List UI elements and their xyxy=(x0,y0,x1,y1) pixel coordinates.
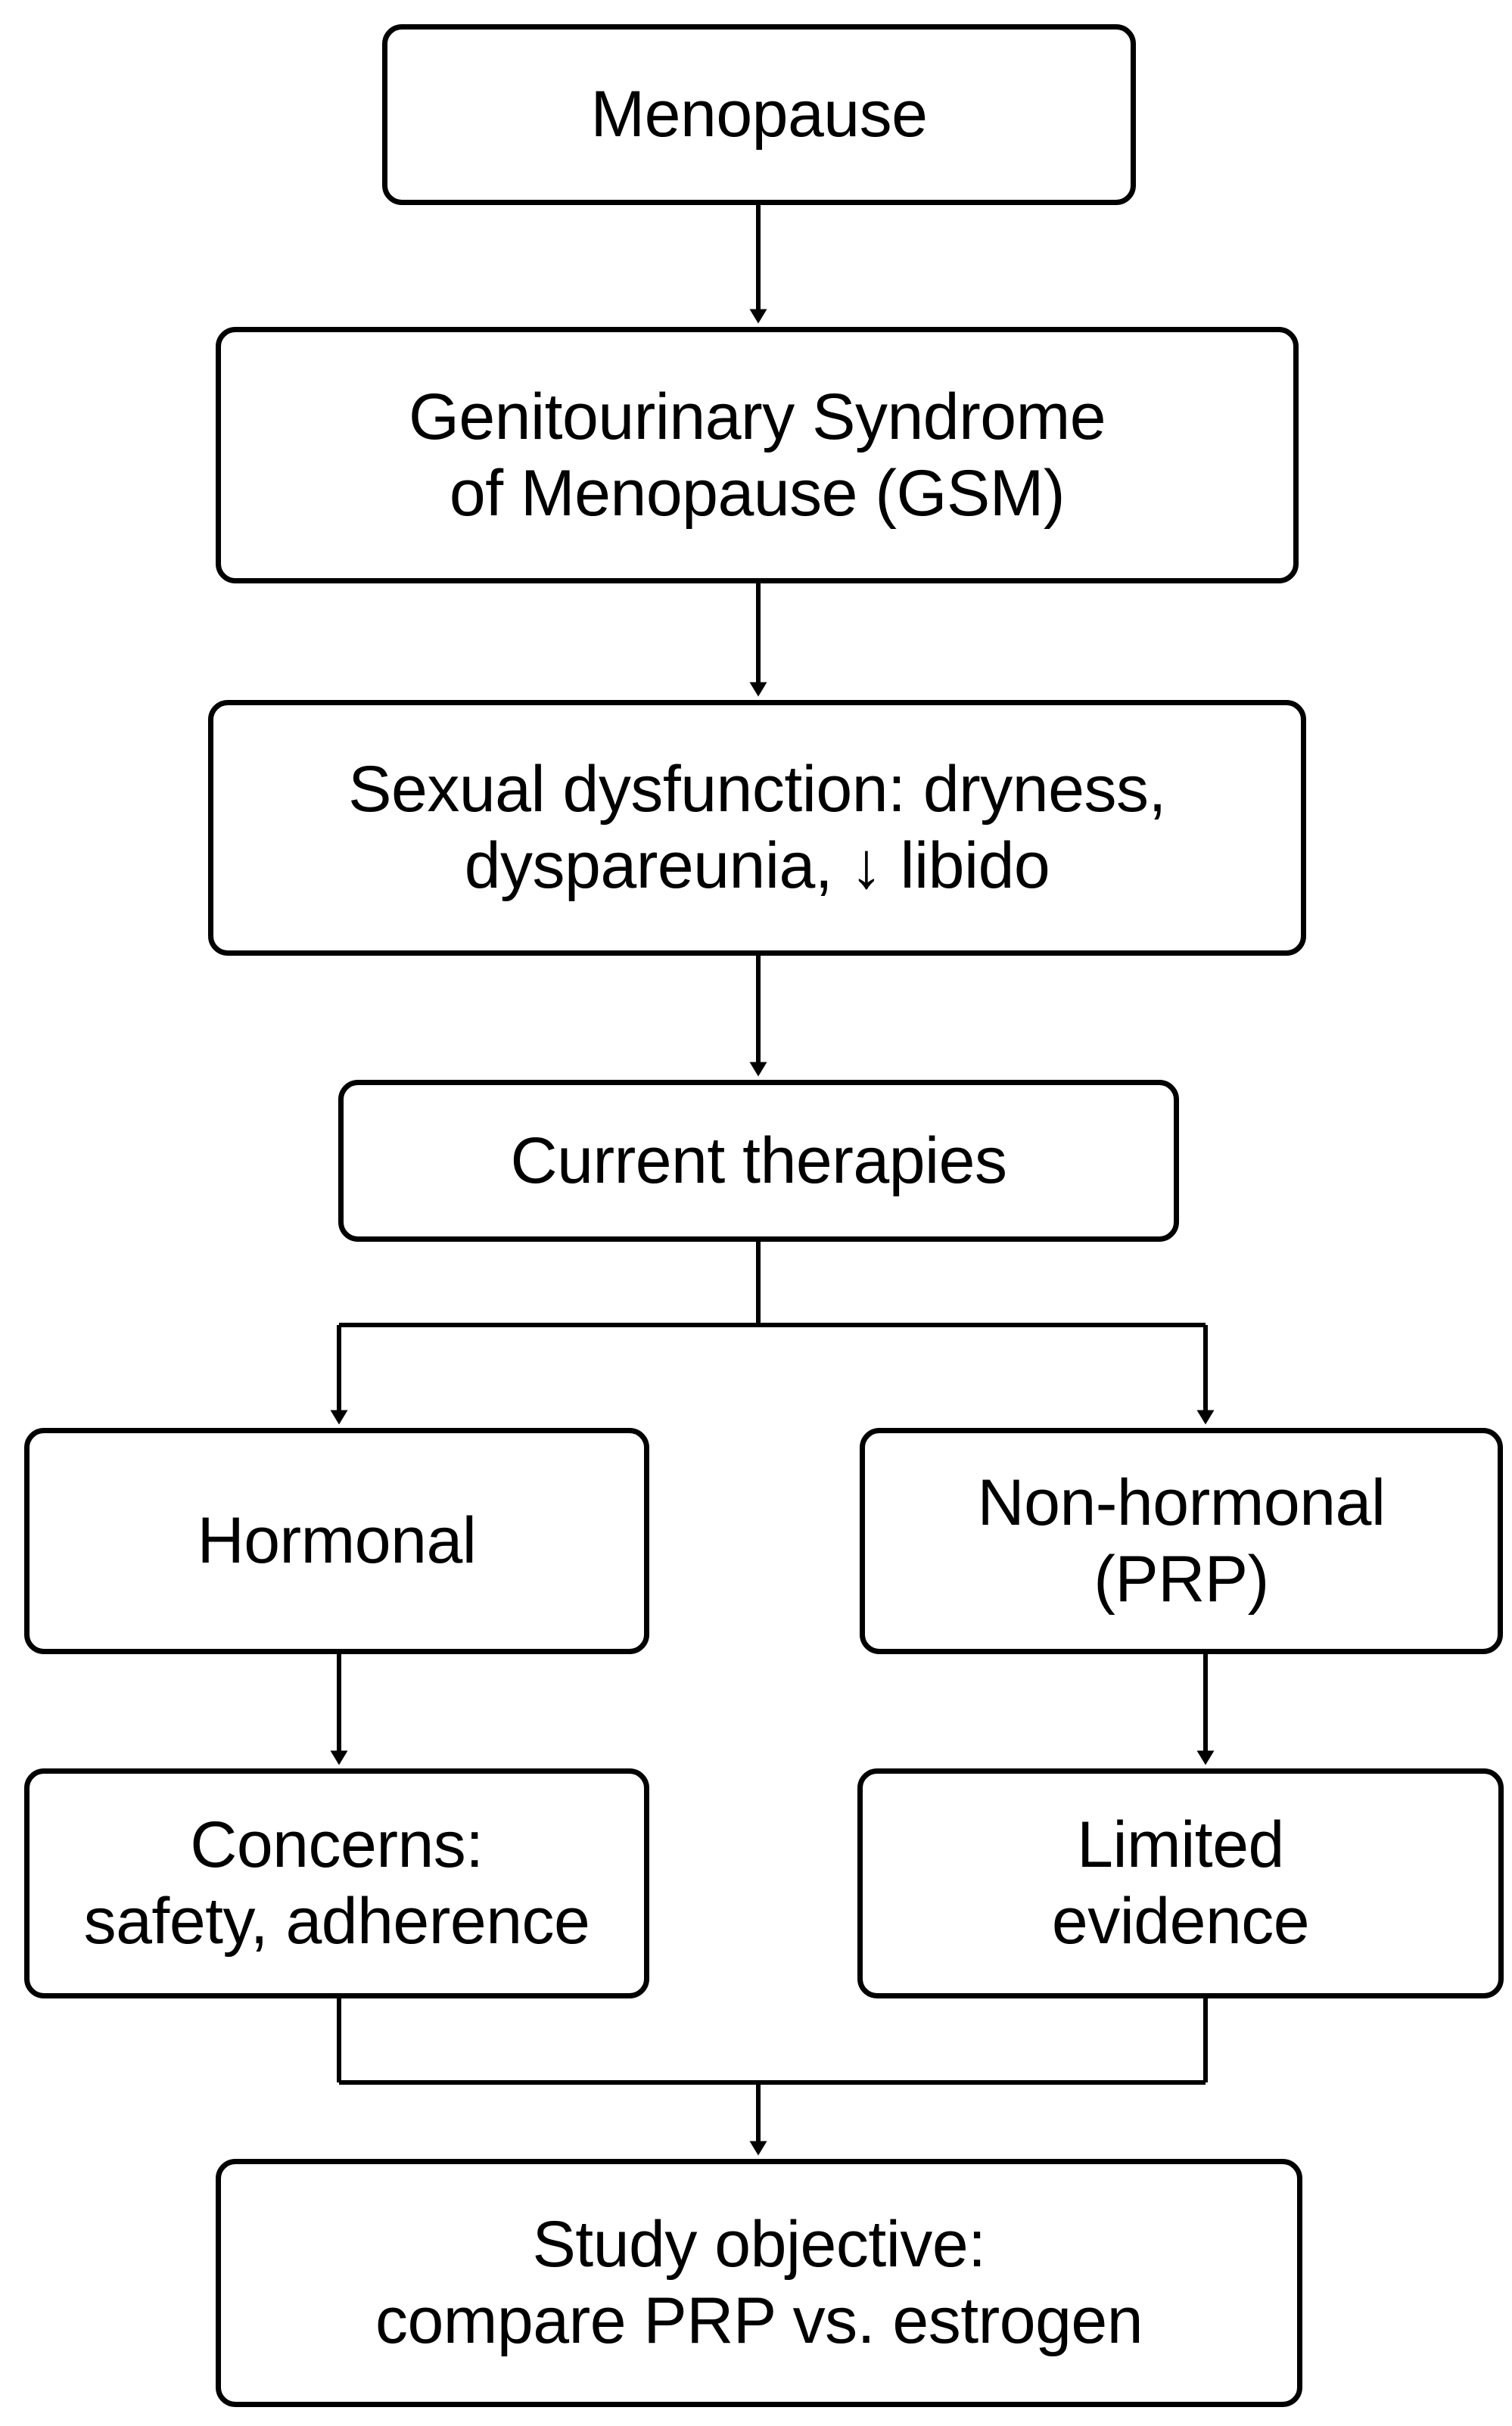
node-menopause[interactable]: Menopause xyxy=(382,24,1136,205)
node-non-hormonal-prp[interactable]: Non-hormonal (PRP) xyxy=(860,1428,1503,1654)
node-hormonal[interactable]: Hormonal xyxy=(24,1428,649,1654)
node-sexual-dysfunction[interactable]: Sexual dysfunction: dryness, dyspareunia… xyxy=(208,700,1306,956)
node-limited-evidence[interactable]: Limited evidence xyxy=(857,1768,1504,1998)
node-study-objective[interactable]: Study objective: compare PRP vs. estroge… xyxy=(216,2159,1302,2407)
node-current-therapies[interactable]: Current therapies xyxy=(338,1080,1179,1242)
node-gsm[interactable]: Genitourinary Syndrome of Menopause (GSM… xyxy=(216,327,1299,583)
node-concerns[interactable]: Concerns: safety, adherence xyxy=(24,1768,649,1998)
